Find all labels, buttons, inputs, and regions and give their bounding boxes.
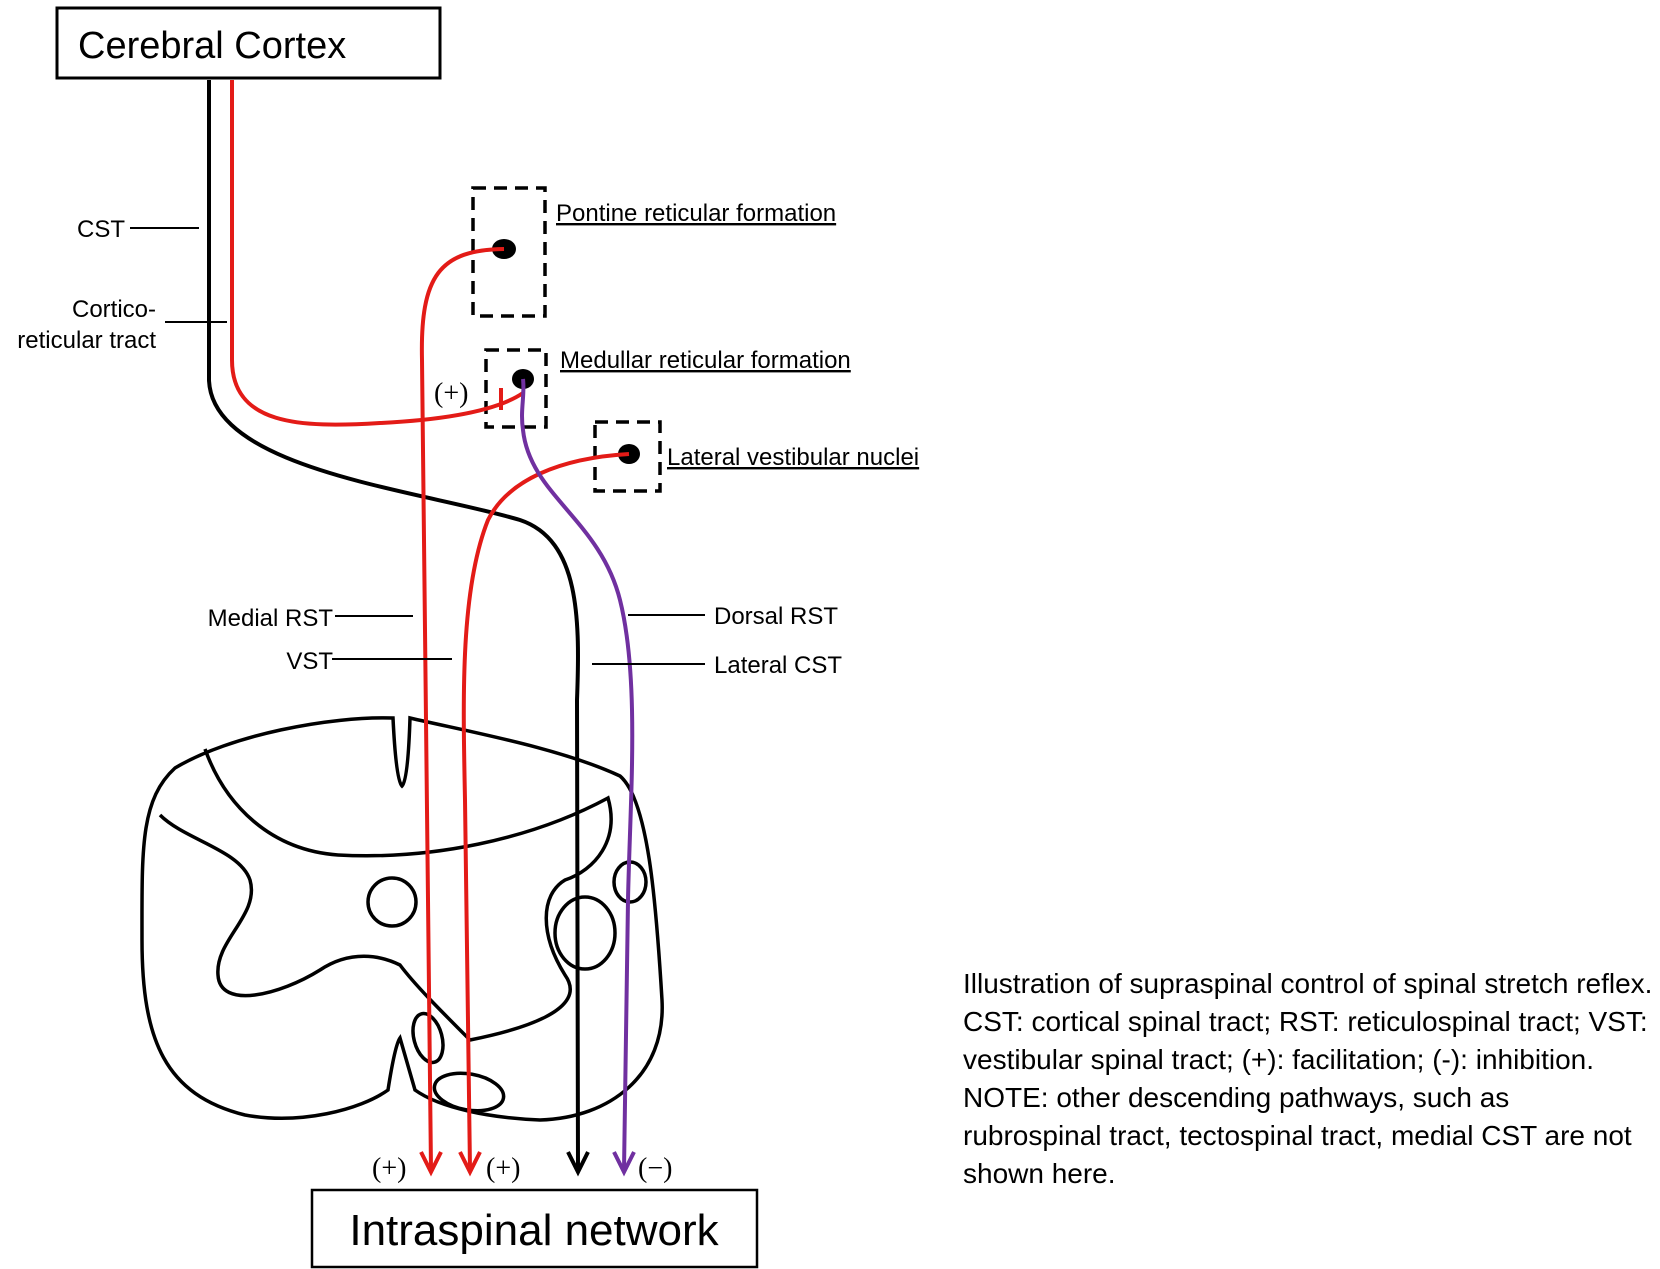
pontine-reticular-formation-box: Pontine reticular formation <box>471 186 836 318</box>
medial-rst-line <box>419 247 505 1171</box>
corticoreticular-tract-line <box>230 80 525 427</box>
medial-rst-facilitation-sign: (+) <box>372 1153 406 1184</box>
lateral-cst-arrowhead <box>566 1151 590 1177</box>
lateral-vestibular-nuclei-box: Lateral vestibular nuclei <box>593 420 919 493</box>
dorsal-rst-inhibition-sign: (−) <box>638 1153 672 1184</box>
spinal-cord-outline <box>140 715 664 1122</box>
cerebral-cortex-box: Cerebral Cortex <box>55 6 442 80</box>
dorsal-rst-line <box>520 378 635 1171</box>
lateral-cst-label: Lateral CST <box>714 652 842 679</box>
lateral-vestibular-nuclei-label: Lateral vestibular nuclei <box>667 444 919 471</box>
medullar-facilitation-sign: (+) <box>434 378 468 409</box>
cst-label: CST <box>77 216 125 243</box>
vst-facilitation-sign: (+) <box>486 1153 520 1184</box>
vst-label: VST <box>286 648 333 675</box>
medullar-reticular-formation-label: Medullar reticular formation <box>560 347 851 374</box>
medial-rst-label: Medial RST <box>208 605 334 632</box>
corticoreticular-label-line1: Cortico- <box>72 296 156 323</box>
dorsal-rst-arrowhead <box>612 1151 636 1177</box>
intraspinal-network-box: Intraspinal network <box>310 1188 759 1269</box>
ventral-tract-ellipse-center <box>432 1071 506 1113</box>
corticoreticular-label-line2: reticular tract <box>17 327 156 354</box>
vst-arrowhead <box>458 1151 482 1177</box>
lateral-tract-circle-right <box>553 895 617 971</box>
central-canal-left-circle <box>366 876 418 928</box>
label-leader-lines <box>130 227 705 665</box>
medullar-reticular-formation-box: Medullar reticular formation <box>484 347 851 429</box>
spinal-cord-cross-section <box>140 715 664 1122</box>
pontine-reticular-formation-label: Pontine reticular formation <box>556 200 836 227</box>
intraspinal-network-label: Intraspinal network <box>349 1206 719 1255</box>
figure-caption: Illustration of supraspinal control of s… <box>963 968 1653 1189</box>
corticospinal-tract-line <box>207 80 580 1171</box>
cerebral-cortex-label: Cerebral Cortex <box>78 25 346 67</box>
ventral-tract-ellipse-left <box>411 1011 445 1065</box>
vst-line <box>461 452 630 1171</box>
dorsal-rst-label: Dorsal RST <box>714 603 838 630</box>
medial-rst-arrowhead <box>419 1151 443 1177</box>
gray-matter-outline <box>158 748 613 1042</box>
